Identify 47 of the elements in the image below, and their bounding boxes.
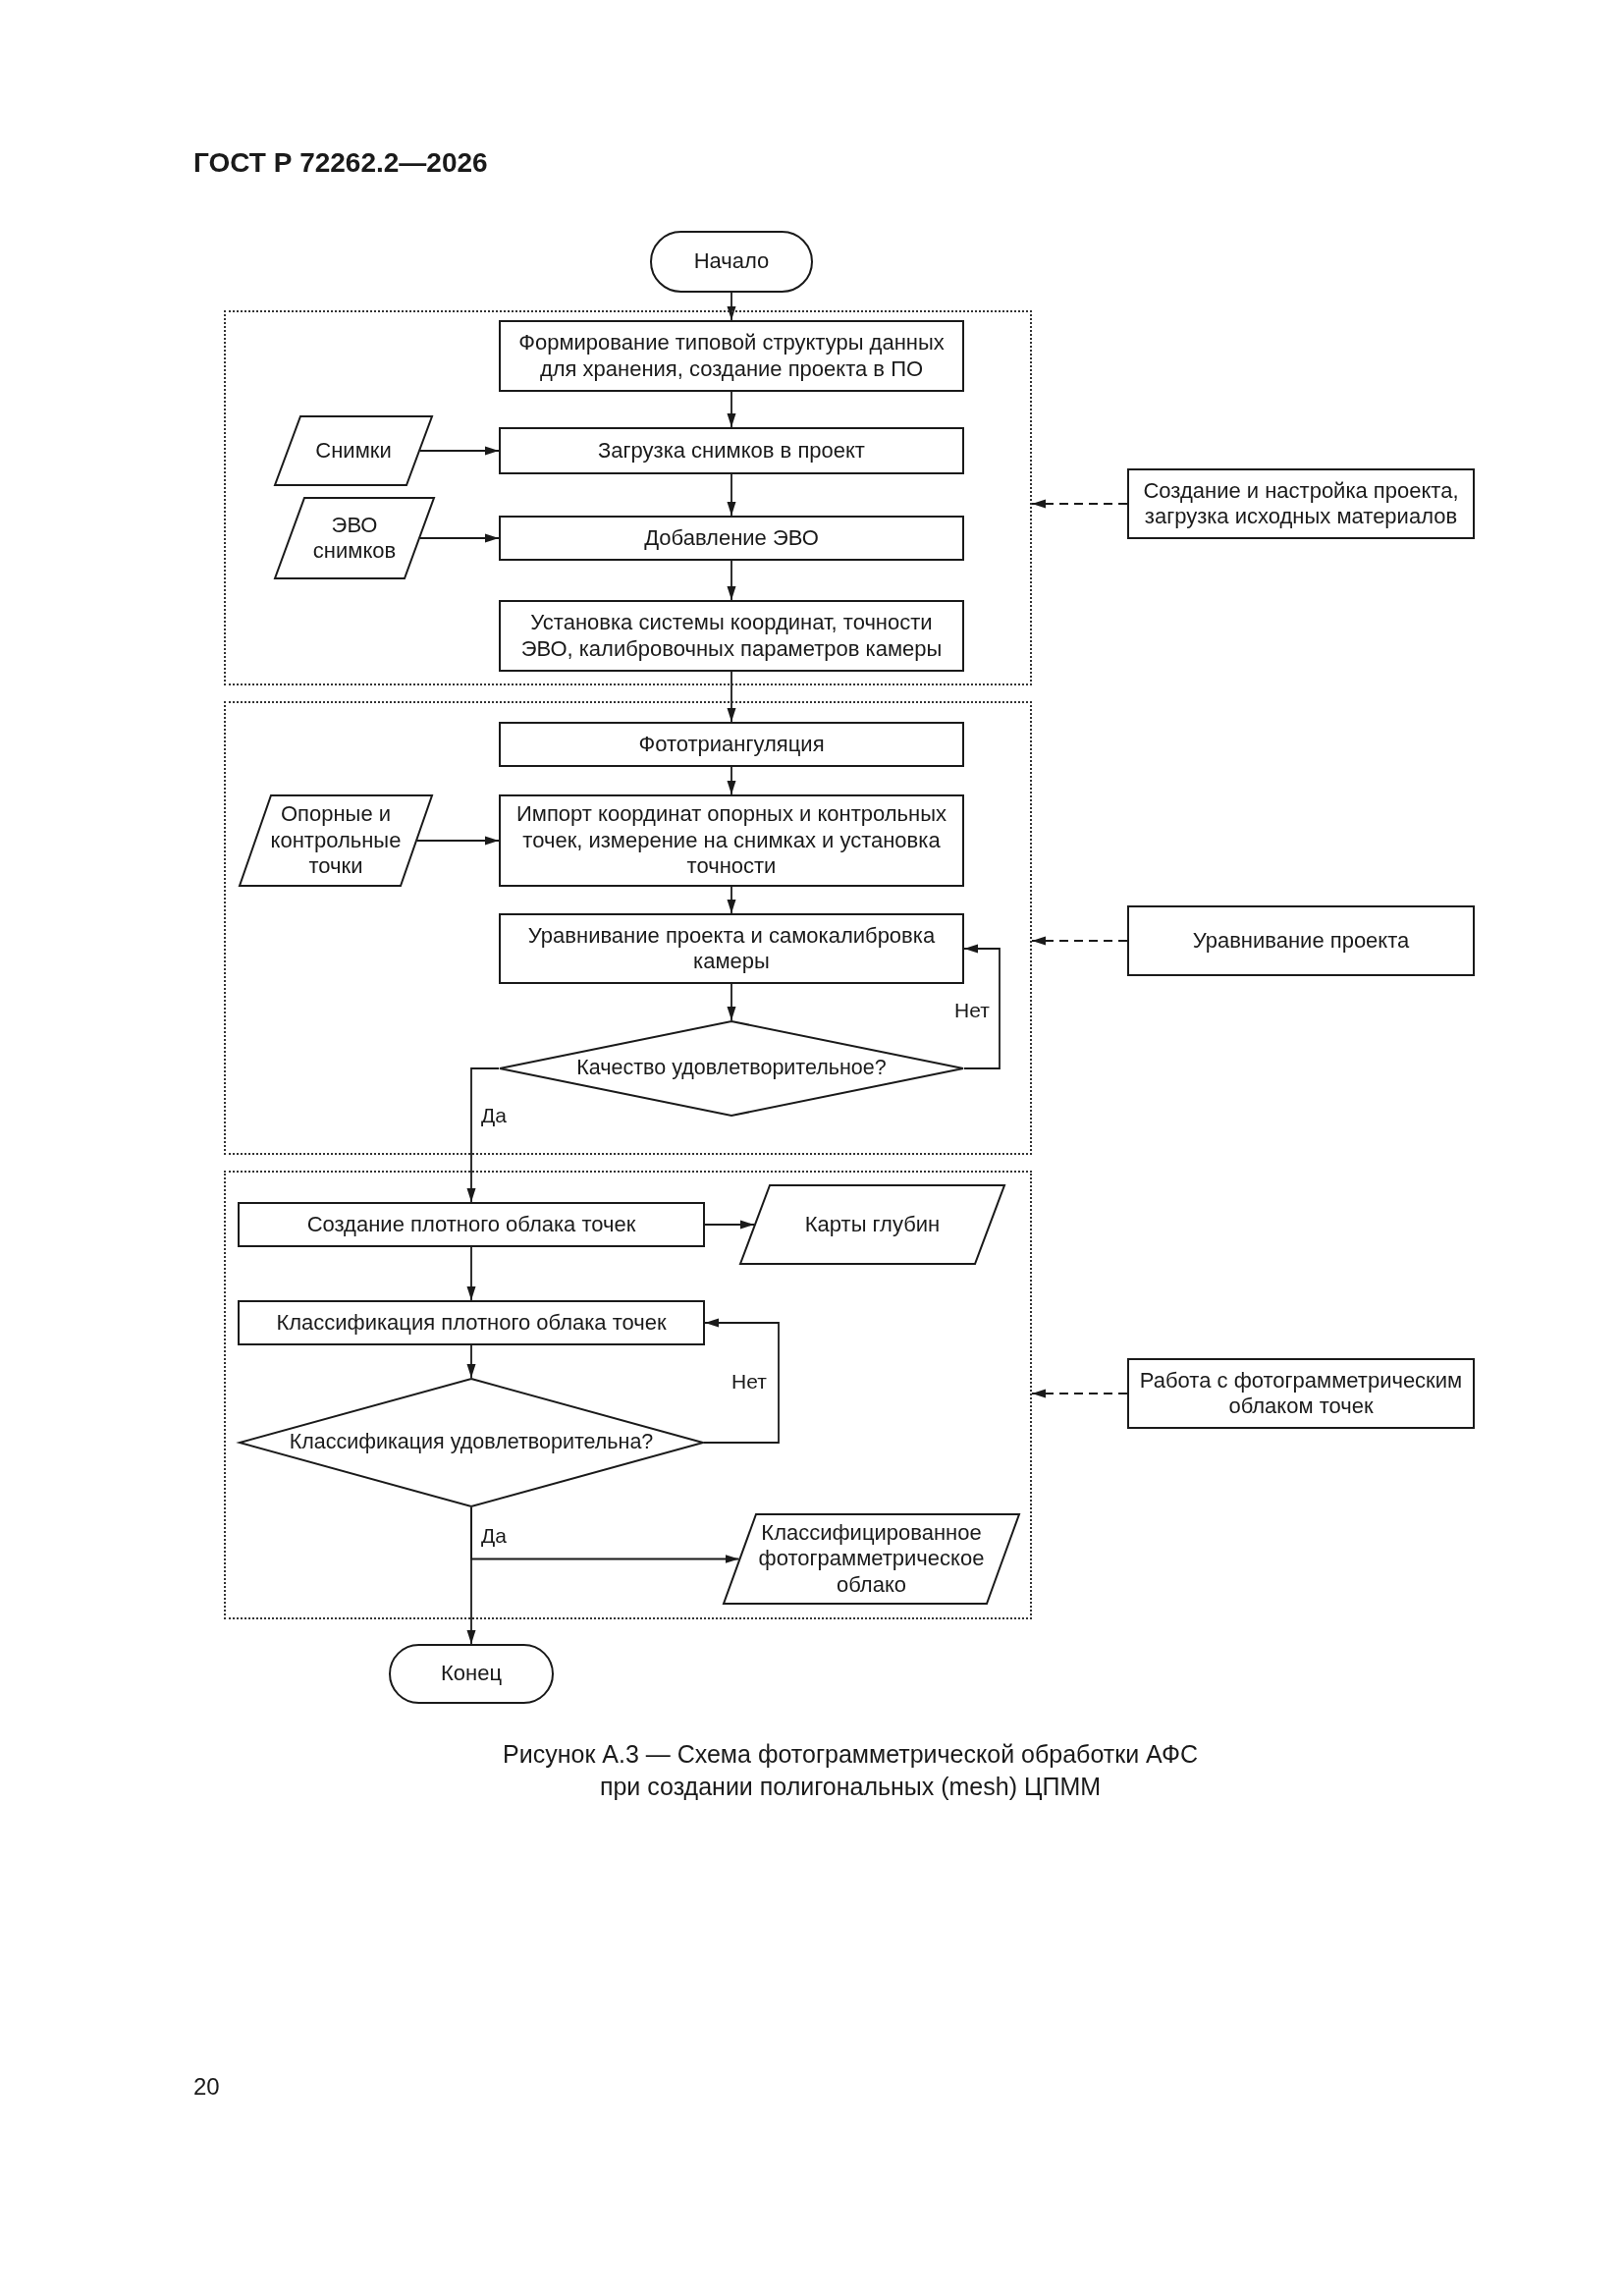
flow-arrow <box>727 671 736 723</box>
process-box: Классификация плотного облака точек <box>238 1300 705 1345</box>
flow-arrow <box>466 1506 476 1645</box>
terminal-shape: Конец <box>389 1644 554 1704</box>
terminal-shape: Начало <box>650 231 813 293</box>
flow-arrow <box>727 886 736 914</box>
process-box: Создание плотного облака точек <box>238 1202 705 1247</box>
flow-arrow <box>466 1067 500 1203</box>
flow-arrow <box>727 766 736 795</box>
flow-arrow <box>466 1344 476 1379</box>
data-parallelogram: Опорные и контрольные точки <box>239 794 433 887</box>
flow-arrow <box>727 983 736 1021</box>
dashed-arrow <box>1031 936 1128 946</box>
page-number: 20 <box>193 2073 220 2101</box>
flow-arrow <box>727 473 736 517</box>
flow-arrow <box>727 391 736 428</box>
decision-diamond: Классификация удовлетворительна? <box>239 1378 704 1507</box>
process-box: Уравнивание проекта и самокалибровка камеры <box>499 913 964 984</box>
flow-arrow <box>703 1318 780 1444</box>
flow-arrow <box>963 944 1001 1069</box>
process-box: Загрузка снимков в проект <box>499 427 964 474</box>
group-frame <box>224 310 1032 685</box>
flow-arrow <box>727 292 736 321</box>
process-box: Импорт координат опорных и контрольных точек, измерение на снимках и установка точности <box>499 794 964 887</box>
group-frame <box>224 1171 1032 1619</box>
flow-arrow <box>419 533 500 543</box>
process-box: Установка системы координат, точности ЭВО, калибровочных параметров камеры <box>499 600 964 672</box>
dashed-arrow <box>1031 499 1128 509</box>
process-box: Формирование типовой структуры данных для хранения, создание проекта в ПО <box>499 320 964 392</box>
group-frame <box>224 701 1032 1155</box>
flow-arrow <box>727 560 736 601</box>
flow-arrow <box>416 836 500 846</box>
figure-caption: Рисунок А.3 — Схема фотограмметрической обработки АФС при создании полигональных (mesh) ЦПММ <box>502 1739 1199 1802</box>
document-header: ГОСТ Р 72262.2—2026 <box>193 147 488 179</box>
data-parallelogram: Классифицированное фотограмметрическое облако <box>723 1513 1020 1605</box>
note-box: Уравнивание проекта <box>1127 905 1475 976</box>
data-parallelogram: Снимки <box>274 415 433 486</box>
data-parallelogram: ЭВО снимков <box>274 497 435 579</box>
flow-arrow <box>704 1220 755 1230</box>
data-parallelogram: Карты глубин <box>739 1184 1005 1265</box>
dashed-arrow <box>1031 1389 1128 1398</box>
process-box: Добавление ЭВО <box>499 516 964 561</box>
flow-arrow <box>419 446 500 456</box>
note-box: Создание и настройка проекта, загрузка исходных материалов <box>1127 468 1475 539</box>
process-box: Фототриангуляция <box>499 722 964 767</box>
flow-arrow <box>466 1246 476 1301</box>
note-box: Работа с фотограмметрическим облаком точек <box>1127 1358 1475 1429</box>
